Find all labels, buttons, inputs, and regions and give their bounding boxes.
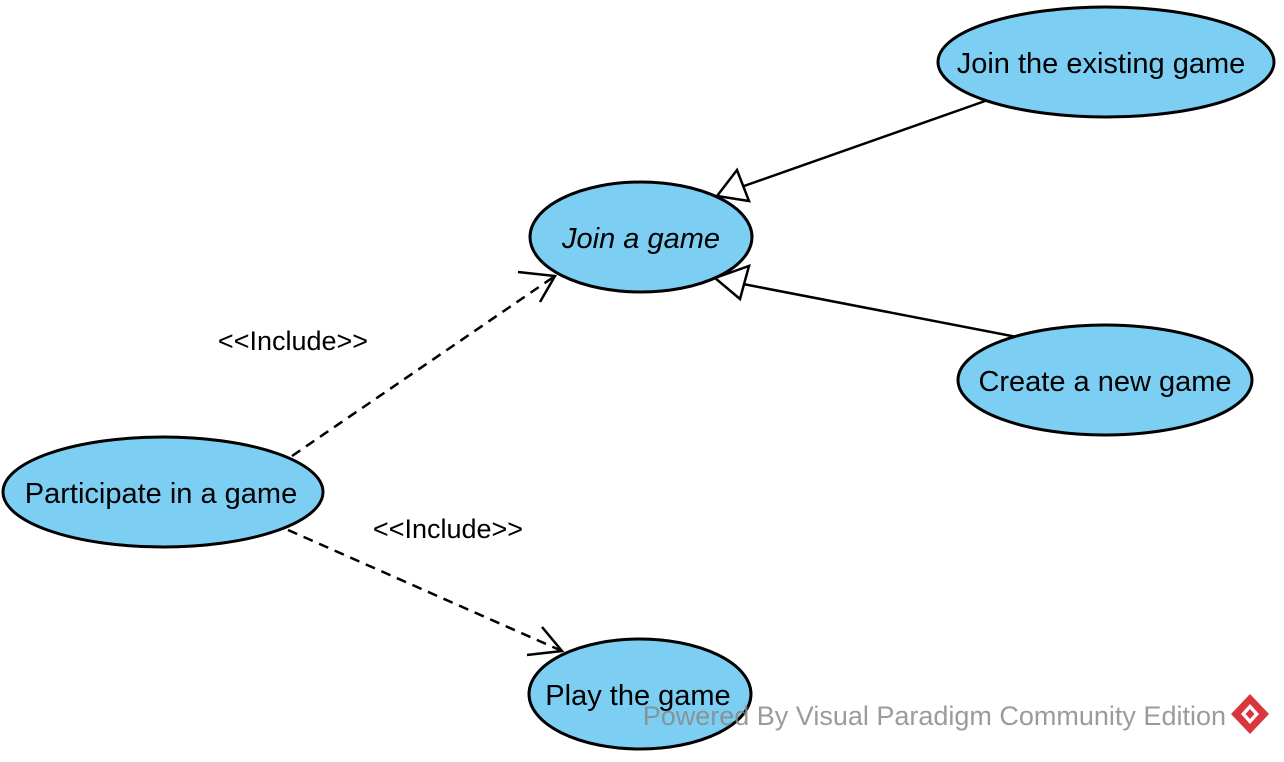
- include-participate-to-join-game[interactable]: [291, 270, 558, 458]
- use-case-label: Play the game: [545, 680, 730, 712]
- watermark-text: Powered By Visual Paradigm Community Edi…: [643, 701, 1226, 731]
- use-case-label: Participate in a game: [25, 478, 297, 510]
- use-case-create-new-game[interactable]: Create a new game: [956, 323, 1254, 437]
- use-case-join-existing-game[interactable]: Join the existing game: [936, 5, 1276, 119]
- use-case-join-a-game[interactable]: Join a game: [528, 180, 754, 294]
- use-case-label: Join the existing game: [957, 48, 1246, 80]
- include-stereotype-label-lower: <<Include>>: [373, 514, 523, 544]
- use-case-label: Join a game: [561, 223, 720, 255]
- use-case-label: Create a new game: [978, 366, 1231, 398]
- include-participate-to-play-game[interactable]: [287, 528, 565, 657]
- use-case-participate-in-game[interactable]: Participate in a game: [1, 435, 325, 549]
- include-stereotype-label-upper: <<Include>>: [218, 326, 368, 356]
- generalization-create-new-to-join-game[interactable]: [712, 264, 1018, 339]
- use-case-play-the-game[interactable]: Play the game: [527, 637, 753, 751]
- visual-paradigm-logo-icon: [1231, 694, 1269, 734]
- generalization-join-existing-to-join-game[interactable]: [714, 98, 989, 203]
- watermark: Powered By Visual Paradigm Community Edi…: [643, 694, 1269, 734]
